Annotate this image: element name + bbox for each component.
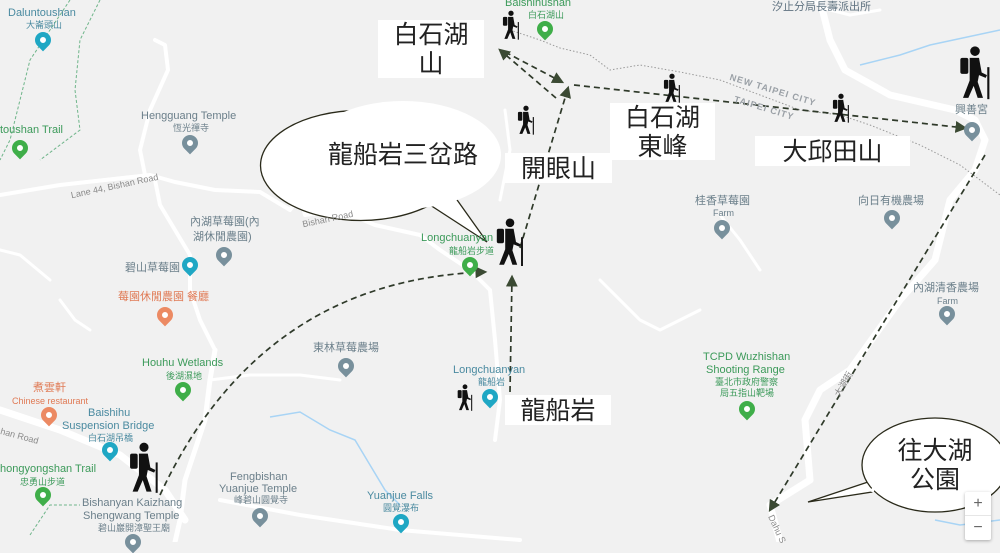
place-label: Farm bbox=[713, 208, 734, 218]
annotation-text: 山 bbox=[418, 49, 444, 78]
place-label: 恆光禪寺 bbox=[173, 123, 210, 133]
place-label: 圓覺瀑布 bbox=[383, 503, 420, 513]
place-label: Longchuanyan bbox=[421, 232, 494, 244]
place-label: 碧山草莓園 bbox=[125, 262, 180, 274]
zoom-out-button[interactable]: − bbox=[973, 519, 983, 536]
place-label: TCPD Wuzhishan bbox=[703, 351, 791, 363]
place-label: 興善宮 bbox=[955, 104, 988, 116]
place-label: Baishihu bbox=[88, 407, 131, 419]
place-label: 後湖濕地 bbox=[166, 371, 203, 381]
place-label: 峰碧山圓覺寺 bbox=[234, 495, 289, 505]
annotation-text: 往大湖 bbox=[897, 436, 973, 465]
hiker-icon bbox=[832, 92, 849, 124]
place-label: 白石湖山 bbox=[528, 10, 565, 20]
place-label: Baishihushan bbox=[505, 0, 572, 9]
place-label: 龍船岩步道 bbox=[449, 246, 495, 256]
place-label: Suspension Bridge bbox=[62, 420, 155, 432]
place-label: 東林草莓農場 bbox=[313, 342, 379, 354]
place-label: Chinese restaurant bbox=[12, 396, 89, 406]
place-label: 煮雲軒 bbox=[33, 382, 66, 394]
hiker-icon bbox=[663, 72, 680, 104]
annotation-text: 公園 bbox=[909, 465, 960, 494]
place-label: Yuanjue Falls bbox=[367, 490, 434, 502]
place-label: 龍船岩 bbox=[478, 377, 506, 387]
hiker-icon bbox=[495, 217, 524, 268]
zoom-control: + − bbox=[965, 492, 991, 540]
annotation-baishihushan: 白石湖 山 bbox=[378, 20, 484, 78]
place-label: 臺北市政府警察 bbox=[715, 377, 779, 387]
place-label: Daluntoushan bbox=[8, 7, 76, 19]
route-saddle-to-xingshangong bbox=[573, 84, 968, 133]
place-label: Houhu Wetlands bbox=[142, 357, 224, 369]
annotation-kaiyanshan: 開眼山 bbox=[505, 153, 612, 183]
annotation-text: 白石湖 bbox=[393, 20, 469, 49]
place-label: toushan Trail bbox=[0, 124, 63, 136]
place-label: Shengwang Temple bbox=[83, 510, 180, 522]
roads bbox=[0, 0, 989, 542]
place-label: Fengbishan bbox=[230, 471, 288, 483]
hiker-icon bbox=[502, 10, 519, 40]
route-xingshangong-to-dahu bbox=[768, 154, 986, 513]
place-label: 忠勇山步道 bbox=[20, 477, 66, 487]
place-label: 汐止分局長壽派出所 bbox=[772, 1, 871, 13]
route-baishihushan-to-saddle bbox=[504, 51, 565, 84]
annotation-text: 東峰 bbox=[637, 131, 688, 161]
place-label: Yuanjue Temple bbox=[219, 483, 298, 495]
place-label: 向日有機農場 bbox=[858, 195, 924, 207]
dahu-park-callout-text: 往大湖 公園 bbox=[880, 436, 990, 494]
junction-callout-text: 龍船岩三岔路 bbox=[327, 140, 478, 169]
place-label: Longchuanyan bbox=[453, 364, 526, 376]
route-longchuanyan-to-junction bbox=[505, 274, 518, 393]
annotation-daqiutianshan: 大邱田山 bbox=[755, 136, 910, 166]
route-bishanyan-to-junction bbox=[159, 266, 488, 496]
place-label: 內湖清香農場 bbox=[913, 282, 979, 294]
hiker-icon bbox=[517, 104, 534, 136]
route-lines bbox=[159, 48, 986, 513]
annotation-baishihu-east-peak: 白石湖 東峰 bbox=[610, 102, 715, 161]
annotation-longchuanyan: 龍船岩 bbox=[505, 395, 611, 425]
zoom-in-button[interactable]: + bbox=[965, 492, 991, 516]
place-label: Shooting Range bbox=[706, 364, 785, 376]
place-label: Farm bbox=[937, 296, 958, 306]
route-saddle-to-baishihushan bbox=[498, 48, 557, 99]
place-label: 碧山巖開漳聖王廟 bbox=[98, 523, 171, 533]
trails bbox=[0, 0, 101, 536]
hiker-icon bbox=[959, 45, 990, 100]
place-label: 大崙頭山 bbox=[26, 20, 63, 30]
place-label: 莓園休閒農園 餐廳 bbox=[118, 291, 210, 303]
hiker-icon bbox=[128, 441, 158, 494]
place-label: Hengguang Temple bbox=[141, 110, 237, 122]
place-label: 局五指山靶場 bbox=[720, 388, 775, 398]
hiker-icon bbox=[457, 383, 473, 412]
annotation-text: 白石湖 bbox=[624, 102, 700, 132]
place-label: 白石湖吊橋 bbox=[88, 433, 134, 443]
place-label: 桂香草莓園 bbox=[695, 195, 750, 207]
place-label: Bishanyan Kaizhang bbox=[82, 497, 183, 509]
place-label: hongyongshan Trail bbox=[0, 463, 97, 475]
callouts bbox=[259, 101, 1000, 513]
place-label: 內湖草莓園(內 bbox=[190, 216, 260, 228]
place-label: 湖休閒農園) bbox=[193, 231, 252, 243]
